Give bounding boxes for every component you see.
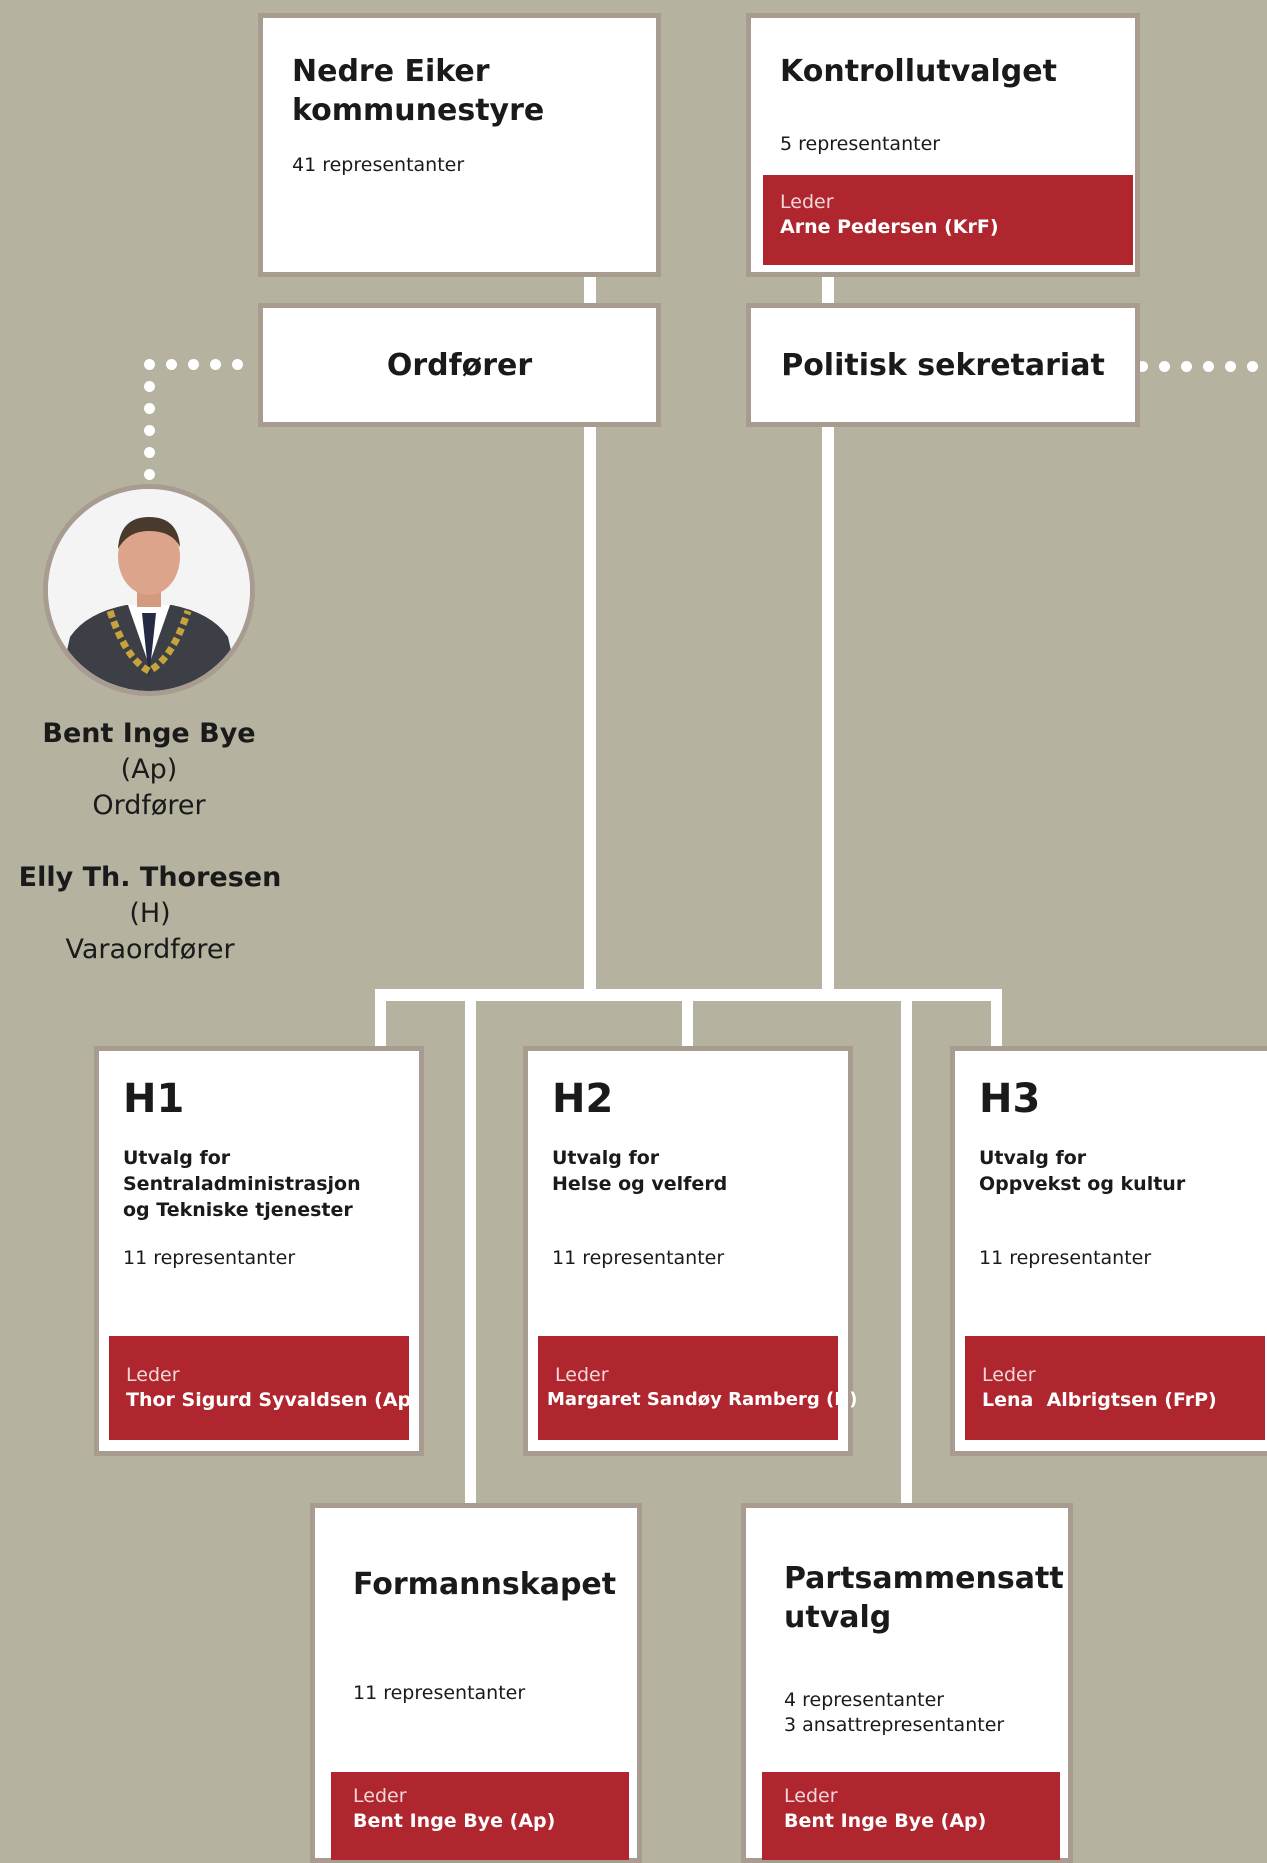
partssammensatt-leader: Leder Bent Inge Bye (Ap) [762, 1772, 1060, 1860]
mayor-role: Ordfører [92, 790, 206, 821]
h3-leader: Leder Lena Albrigtsen (FrP) [965, 1336, 1265, 1440]
desc-line: Utvalg for [979, 1147, 1087, 1169]
h2-box: H2 Utvalg for Helse og velferd 11 repres… [523, 1046, 858, 1456]
h2-leader: Leder Margaret Sandøy Ramberg (H) [538, 1336, 858, 1440]
mayor-name: Bent Inge Bye [42, 718, 256, 749]
h3-code: H3 [979, 1076, 1041, 1122]
kontrollutvalget-box: Kontrollutvalget 5 representanter Leder … [746, 13, 1140, 277]
reps-line: 4 representanter [784, 1689, 945, 1711]
leader-name: Bent Inge Bye (Ap) [353, 1810, 556, 1832]
h3-description: Utvalg for Oppvekst og kultur [979, 1145, 1185, 1197]
connector [465, 989, 476, 1507]
kommunestyre-reps: 41 representanter [292, 154, 465, 176]
leader-name: Arne Pedersen (KrF) [780, 216, 999, 238]
deputy-role: Varaordfører [65, 934, 235, 965]
title-line: utvalg [784, 1600, 892, 1635]
leader-label: Leder [126, 1364, 180, 1386]
leader-name: Thor Sigurd Syvaldsen (Ap) [126, 1389, 420, 1411]
desc-line: Helse og velferd [552, 1173, 728, 1195]
leader-label: Leder [353, 1785, 407, 1807]
kontrollutvalget-title: Kontrollutvalget [780, 54, 1057, 89]
h2-code: H2 [552, 1076, 614, 1122]
desc-line: Sentraladministrasjon [123, 1173, 361, 1195]
leader-name: Margaret Sandøy Ramberg (H) [547, 1389, 858, 1410]
leader-name: Lena Albrigtsen (FrP) [982, 1389, 1217, 1411]
connector [584, 424, 596, 994]
deputy-info: Elly Th. Thoresen (H) Varaordfører [0, 860, 300, 968]
kommunestyre-title: Nedre Eiker kommunestyre [292, 54, 545, 128]
h1-code: H1 [123, 1076, 185, 1122]
h1-leader: Leder Thor Sigurd Syvaldsen (Ap) [109, 1336, 420, 1440]
reps-line: 3 ansattrepresentanter [784, 1714, 1005, 1736]
kontrollutvalget-leader: Leder Arne Pedersen (KrF) [763, 175, 1133, 265]
h3-box: H3 Utvalg for Oppvekst og kultur 11 repr… [950, 1046, 1267, 1456]
formannskapet-reps: 11 representanter [353, 1682, 526, 1704]
connector [584, 276, 596, 306]
formannskapet-box: Formannskapet 11 representanter Leder Be… [310, 1503, 642, 1863]
desc-line: Utvalg for [552, 1147, 660, 1169]
mayor-avatar [43, 484, 255, 696]
sekretariat-box: Politisk sekretariat [746, 303, 1140, 427]
connector [682, 989, 693, 1052]
connector [901, 989, 912, 1507]
leader-label: Leder [982, 1364, 1036, 1386]
connector [991, 989, 1002, 1052]
ordforer-box: Ordfører [258, 303, 661, 427]
deputy-name: Elly Th. Thoresen [18, 862, 282, 893]
h1-box: H1 Utvalg for Sentraladministrasjon og T… [94, 1046, 424, 1456]
formannskapet-leader: Leder Bent Inge Bye (Ap) [331, 1772, 629, 1860]
connector [822, 276, 834, 306]
desc-line: og Tekniske tjenester [123, 1199, 353, 1221]
sekretariat-title: Politisk sekretariat [781, 347, 1105, 383]
title-line: Partsammensatt [784, 1561, 1064, 1596]
h2-reps: 11 representanter [552, 1247, 725, 1269]
partssammensatt-title: Partsammensatt utvalg [784, 1559, 1064, 1637]
partssammensatt-reps: 4 representanter 3 ansattrepresentanter [784, 1688, 1004, 1738]
mayor-info: Bent Inge Bye (Ap) Ordfører [28, 716, 270, 824]
leader-label: Leder [784, 1785, 838, 1807]
deputy-party: (H) [129, 898, 171, 929]
leader-label: Leder [780, 191, 834, 213]
ordforer-title: Ordfører [386, 347, 533, 383]
kommunestyre-box: Nedre Eiker kommunestyre 41 representant… [258, 13, 661, 277]
leader-name: Bent Inge Bye (Ap) [784, 1810, 987, 1832]
leader-label: Leder [555, 1364, 609, 1386]
h1-reps: 11 representanter [123, 1247, 296, 1269]
h2-description: Utvalg for Helse og velferd [552, 1145, 727, 1197]
connector [375, 989, 386, 1052]
partssammensatt-box: Partsammensatt utvalg 4 representanter 3… [741, 1503, 1073, 1863]
formannskapet-title: Formannskapet [353, 1567, 617, 1602]
desc-line: Oppvekst og kultur [979, 1173, 1186, 1195]
h1-description: Utvalg for Sentraladministrasjon og Tekn… [123, 1145, 361, 1223]
desc-line: Utvalg for [123, 1147, 231, 1169]
mayor-party: (Ap) [120, 754, 178, 785]
h3-reps: 11 representanter [979, 1247, 1152, 1269]
kontrollutvalget-reps: 5 representanter [780, 133, 941, 155]
connector [822, 424, 834, 994]
